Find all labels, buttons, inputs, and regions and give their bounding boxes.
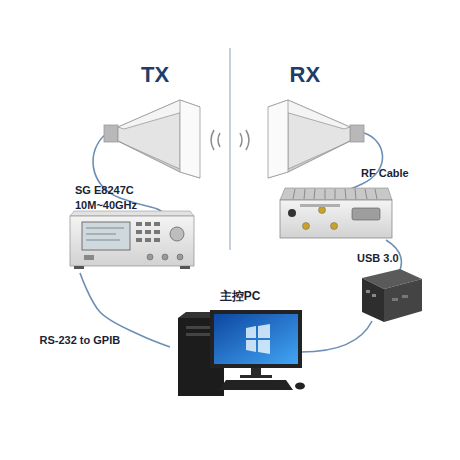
host-pc-part <box>210 310 302 368</box>
host-pc-part <box>295 383 305 390</box>
mini-pc-part <box>402 295 408 298</box>
rx-receiver-part <box>331 223 338 230</box>
wireless-symbol-part <box>240 133 242 147</box>
signal-generator-part <box>82 222 130 250</box>
rx-horn-antenna-part <box>350 125 364 142</box>
rx-horn-antenna <box>268 100 364 178</box>
signal-generator-part <box>170 227 184 241</box>
signal-generator-part <box>147 254 153 260</box>
instrument-node: SG E8247C 10M~40GHz <box>70 183 195 273</box>
signal-generator-part <box>136 238 142 242</box>
mini-pc-part <box>384 279 422 322</box>
rx-receiver-part <box>280 188 392 200</box>
computer-node: 主控PC <box>170 289 310 397</box>
host-pc-part <box>186 333 214 336</box>
mini-pc <box>362 269 422 322</box>
host-pc-part <box>258 340 270 354</box>
edge-label: RS-232 to GPIB <box>40 334 121 346</box>
wireless-symbol <box>211 130 249 150</box>
signal-generator-part <box>86 234 116 235</box>
rx-receiver-part <box>325 189 326 199</box>
mini-pc-part <box>366 290 370 293</box>
node-label: SG E8247C 10M~40GHz <box>70 183 153 213</box>
tx-horn-antenna-part <box>180 100 200 178</box>
host-pc-part <box>214 314 298 364</box>
rx-receiver <box>280 188 392 238</box>
wireless-symbol-part <box>218 133 220 147</box>
rx-receiver-part <box>345 189 346 199</box>
rx-receiver-part <box>375 189 377 199</box>
host-pc-part <box>219 380 293 390</box>
rx-receiver-part <box>304 189 305 199</box>
section-heading: RX <box>290 62 321 88</box>
wireless-symbol-part <box>246 130 249 150</box>
signal-generator-part <box>86 228 124 229</box>
cable-part <box>301 321 372 352</box>
host-pc-part <box>186 326 214 329</box>
node-label: 主控PC <box>170 289 310 304</box>
rx-receiver-part <box>288 209 296 217</box>
signal-generator-part <box>154 222 160 226</box>
signal-generator-part <box>154 238 160 242</box>
signal-generator-part <box>177 254 183 260</box>
signal-generator-part <box>145 222 151 226</box>
rx-receiver-part <box>314 189 315 199</box>
wireless-symbol-part <box>211 130 214 150</box>
connection-label: USB 3.0 <box>357 252 399 264</box>
signal-generator-part <box>74 266 84 269</box>
rx-receiver-part <box>300 204 340 207</box>
signal-generator-part <box>180 266 190 269</box>
signal-generator-part <box>145 238 151 242</box>
signal-generator-part <box>136 230 142 234</box>
signal-generator-part <box>136 222 142 226</box>
rx-receiver-part <box>319 207 326 214</box>
signal-generator-part <box>145 230 151 234</box>
rx-horn-antenna-part <box>268 100 288 178</box>
mini-pc-part <box>392 298 398 301</box>
signal-generator-part <box>154 230 160 234</box>
divider-line <box>230 48 231 250</box>
tx-horn-antenna-part <box>104 125 118 142</box>
signal-generator-part <box>70 216 194 266</box>
rx-receiver-part <box>293 189 295 199</box>
rx-receiver-part <box>355 189 356 199</box>
rx-receiver-part <box>335 189 336 199</box>
rx-receiver-part <box>303 223 310 230</box>
host-pc-part <box>246 326 256 338</box>
host-pc-part <box>246 340 256 352</box>
mini-pc-part <box>372 294 376 297</box>
rx-receiver-part <box>352 208 380 220</box>
signal-generator-part <box>162 254 168 260</box>
signal-generator-part <box>86 240 120 241</box>
connection-label: RF Cable <box>361 167 409 179</box>
rx-receiver-part <box>365 189 367 199</box>
signal-generator <box>70 211 194 269</box>
divider-line-part <box>230 48 231 250</box>
host-pc-part <box>240 375 272 378</box>
tx-horn-antenna <box>104 100 200 178</box>
mini-pc-part <box>362 278 384 322</box>
section-heading: TX <box>141 62 169 88</box>
host-pc-part <box>251 368 261 376</box>
host-pc-part <box>258 324 270 338</box>
rx-receiver-part <box>280 200 392 238</box>
host-pc <box>178 310 305 396</box>
signal-generator-part <box>84 255 94 260</box>
signal-generator-part <box>70 211 194 216</box>
